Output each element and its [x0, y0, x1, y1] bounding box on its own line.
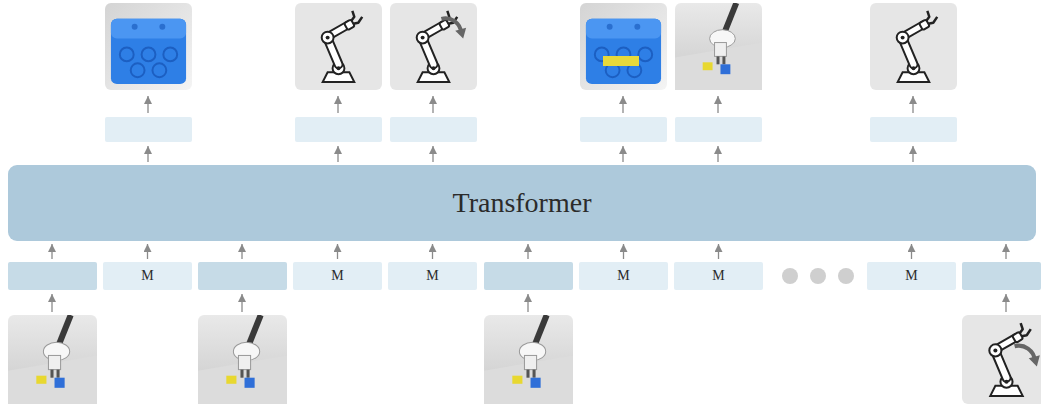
robot-icon: [962, 315, 1041, 404]
input-token: [8, 262, 97, 290]
yellow-block: [603, 56, 639, 66]
block-image: [580, 3, 667, 90]
node-label: M: [905, 268, 917, 284]
input-tokens: [8, 262, 1041, 290]
arrow: [337, 96, 338, 113]
flow-arrow: [623, 244, 624, 259]
mask-token: M: [867, 262, 956, 290]
node-label: M: [617, 268, 629, 284]
arrow: [51, 294, 52, 312]
arrow: [912, 96, 913, 113]
dot: [838, 268, 854, 284]
output-token: [870, 117, 957, 142]
input-token: [484, 262, 573, 290]
input-images: [8, 315, 1041, 404]
block-image: [105, 3, 192, 90]
mask-token: M: [103, 262, 192, 290]
arrow: [912, 146, 913, 162]
arrow: [432, 146, 433, 162]
output-token: [580, 117, 667, 142]
arrow: [622, 96, 623, 113]
robot-photo: [198, 315, 287, 404]
arrow: [1005, 244, 1006, 259]
node-label: M: [712, 268, 724, 284]
arrow: [147, 146, 148, 162]
arrow: [241, 244, 242, 259]
rotation-arrow: [1015, 346, 1040, 367]
arrow: [51, 244, 52, 259]
node-label: M: [331, 268, 343, 284]
rotation-arrow: [441, 18, 466, 38]
node-label: M: [426, 268, 438, 284]
arrow: [717, 146, 718, 162]
flow-arrow: [911, 244, 912, 259]
flow-arrow: [147, 244, 148, 259]
mask-token: M: [293, 262, 382, 290]
input-token: [198, 262, 287, 290]
ellipsis-dots: [782, 268, 854, 284]
arrow: [527, 244, 528, 259]
arrow: [1005, 294, 1006, 312]
output-token: [295, 117, 382, 142]
arrow: [432, 96, 433, 113]
flow-arrow: [432, 244, 433, 259]
robot-icon: [295, 3, 382, 90]
output-token: [675, 117, 762, 142]
flow-arrow: [337, 244, 338, 259]
mask-token: M: [579, 262, 668, 290]
robot-icon: [870, 3, 957, 90]
arrow: [147, 96, 148, 113]
arrow: [527, 294, 528, 312]
robot-photo: [8, 315, 97, 404]
output-token: [105, 117, 192, 142]
arrow: [241, 294, 242, 312]
dot: [810, 268, 826, 284]
dot: [782, 268, 798, 284]
robot-photo: [484, 315, 573, 404]
mask-token: M: [388, 262, 477, 290]
transformer-block: Transformer: [8, 165, 1036, 241]
flow-arrow: [718, 244, 719, 259]
output-tokens: [105, 117, 957, 142]
input-token: [962, 262, 1041, 290]
robot-photo: [675, 3, 762, 90]
mask-token: M: [674, 262, 763, 290]
arrow: [622, 146, 623, 162]
node-label: Transformer: [453, 187, 592, 219]
node-label: M: [141, 268, 153, 284]
robot-icon: [390, 3, 477, 90]
output-token: [390, 117, 477, 142]
arrow: [717, 96, 718, 113]
output-images: [105, 3, 957, 90]
arrow: [337, 146, 338, 162]
